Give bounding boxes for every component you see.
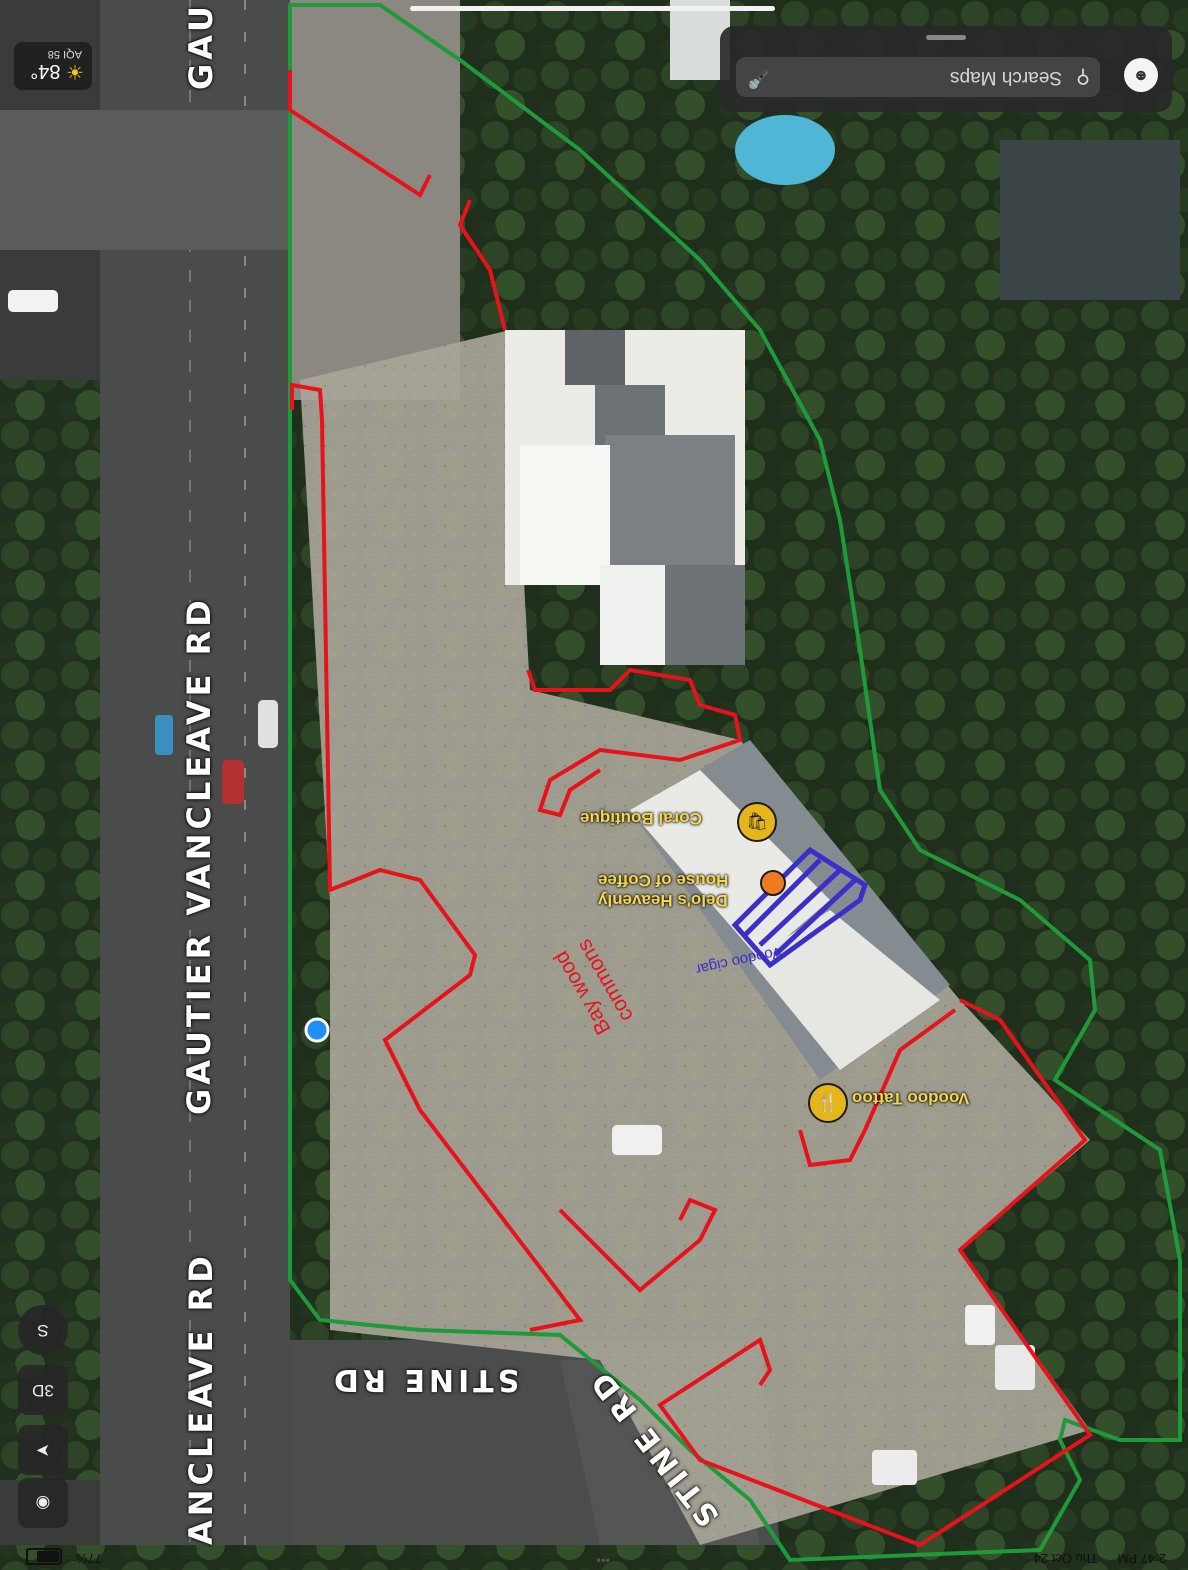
road-label-stine-1: STINE RD [330, 1362, 520, 1397]
road-label-main: GAUTIER VANCLEAVE RD [180, 596, 218, 1115]
weather-temperature: 84° [30, 60, 61, 82]
status-time: 2:47 PM [1117, 1551, 1166, 1566]
shopping-bag-icon[interactable]: 🛍 [737, 802, 777, 842]
buildings [505, 330, 950, 1080]
weather-aqi: AQI 58 [47, 48, 82, 60]
parking-lot [300, 330, 1090, 1545]
avatar-icon[interactable]: ☻ [1124, 58, 1158, 92]
view-3d-button[interactable]: 3D [18, 1365, 68, 1415]
weather-widget[interactable]: ☀ 84° AQI 58 [14, 42, 92, 90]
search-input[interactable]: ⚲ Search Maps 🎤 [736, 57, 1100, 97]
search-panel[interactable]: ☻ ⚲ Search Maps 🎤 [720, 26, 1172, 112]
status-dots: ••• [596, 1553, 610, 1568]
property-boundary [288, 3, 1182, 1563]
vehicles [8, 290, 1035, 1485]
cigar-highlight [731, 846, 868, 969]
poi-label-delos-line2: House of Coffee [598, 871, 729, 890]
battery-icon [26, 1548, 62, 1565]
home-indicator [410, 6, 775, 11]
drag-handle[interactable] [926, 35, 966, 40]
status-battery-percent: 77% [76, 1551, 103, 1566]
pool [735, 115, 835, 185]
lot-outlines [288, 70, 1093, 1548]
microphone-icon[interactable]: 🎤 [748, 69, 771, 89]
coffee-cup-icon[interactable] [760, 870, 786, 896]
view-3d-label: 3D [32, 1381, 54, 1400]
compass-button[interactable]: S [18, 1305, 68, 1355]
search-placeholder: Search Maps [950, 67, 1062, 88]
compass-label: S [37, 1321, 49, 1340]
road-label-main-partial: ANCLEAVE RD [182, 1252, 220, 1545]
fork-knife-icon[interactable]: 🍴 [808, 1083, 848, 1123]
poi-label-coral-boutique[interactable]: Coral Boutique [580, 809, 702, 828]
status-date: Thu Oct 24 [1033, 1551, 1098, 1566]
poi-label-voodoo-tattoo[interactable]: Voodoo Tattoo [852, 1089, 970, 1108]
poi-label-delos-line1: Delo's Heavenly [598, 891, 728, 910]
poi-label-delos[interactable]: Delo's Heavenly House of Coffee [598, 870, 728, 910]
status-bar: 2:47 PM Thu Oct 24 ••• 77% [0, 1545, 1188, 1570]
current-location-dot[interactable] [304, 1017, 330, 1043]
road-label-top: GAU [182, 1, 220, 90]
look-around-icon[interactable]: ◉ [18, 1478, 68, 1528]
magnifier-icon: ⚲ [1076, 66, 1090, 87]
location-arrow-icon[interactable]: ➤ [18, 1425, 68, 1475]
sun-icon: ☀ [66, 60, 84, 82]
